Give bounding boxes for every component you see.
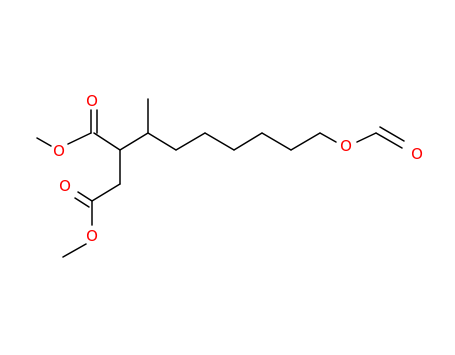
- bond-methyl-o: [36, 137, 52, 147]
- atom-label: O: [86, 227, 98, 245]
- bond-carbonyl-ch: [93, 132, 121, 151]
- bond-chain-5: [261, 132, 292, 151]
- atom-label-background: [410, 147, 424, 161]
- bond-o-formyl: [356, 132, 377, 143]
- atom-label: O: [340, 137, 352, 155]
- bond-chain-2: [175, 132, 206, 151]
- atom-o-6: O: [85, 227, 99, 245]
- atom-o-5: O: [58, 177, 72, 195]
- bond-chain-6: [290, 132, 321, 151]
- atom-o-4: O: [339, 137, 353, 155]
- bond-formyl-double-1: [375, 132, 403, 149]
- bond-ch2-carbonyl: [91, 183, 121, 202]
- bond-chain-1: [147, 132, 177, 151]
- atom-label-background: [339, 139, 353, 153]
- atom-label-background: [52, 144, 66, 158]
- atom-o-2: O: [52, 142, 66, 160]
- bond-o-carbonyl: [67, 132, 92, 145]
- bond-formyl-double-2: [379, 126, 405, 142]
- atom-label: O: [86, 92, 98, 110]
- atom-o-3: O: [410, 145, 424, 163]
- bond-chain-4: [233, 132, 263, 151]
- bond-o-methyl: [62, 243, 87, 258]
- atom-label: O: [53, 142, 65, 160]
- atom-o-1: O: [85, 92, 99, 110]
- atom-label-background: [85, 94, 99, 108]
- bond-ch-ch: [119, 132, 149, 151]
- atom-label: O: [59, 177, 71, 195]
- bond-chain-o: [319, 132, 337, 143]
- atom-label: O: [411, 145, 423, 163]
- bond-carbonyl-double-4: [74, 197, 90, 208]
- bond-carbonyl-double-3: [77, 191, 93, 202]
- atom-label-background: [85, 229, 99, 243]
- bond-layer: [36, 98, 405, 258]
- atom-label-background: [58, 179, 72, 193]
- bond-chain-3: [204, 132, 235, 151]
